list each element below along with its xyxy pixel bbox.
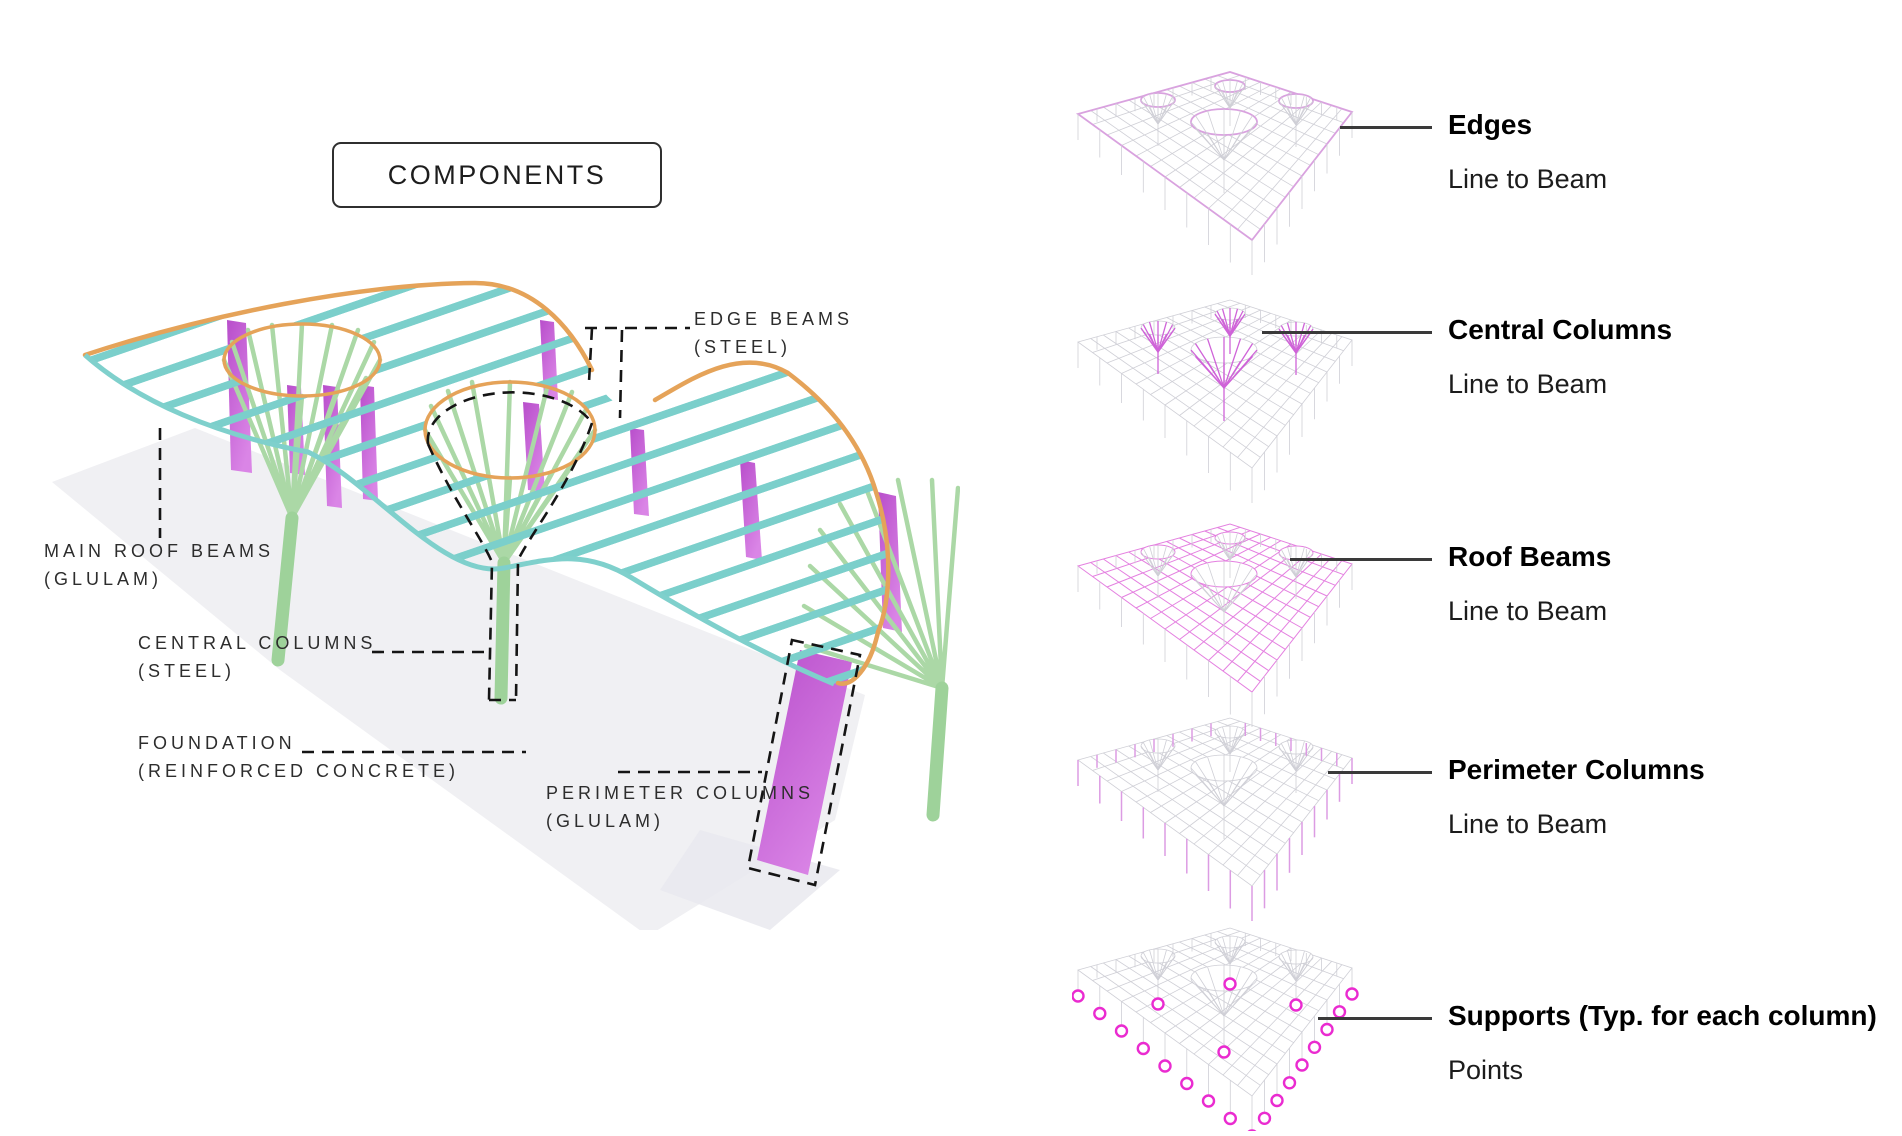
- wireframe-roof-beams: [1072, 512, 1402, 732]
- callout-line: PERIMETER COLUMNS: [546, 783, 815, 803]
- ground-shadow: [52, 428, 865, 930]
- wireframe-perimeter-columns: [1072, 706, 1402, 926]
- legend-title-supports: Supports (Typ. for each column): [1448, 1000, 1877, 1031]
- pavilion-illustration: [52, 280, 960, 930]
- wireframe-edges: [1072, 60, 1402, 280]
- legend-connector-line: [1340, 126, 1432, 129]
- legend-connector-line: [1318, 1017, 1432, 1020]
- legend-subtitle-edges: Line to Beam: [1448, 164, 1608, 194]
- edge-beams-3d: [82, 280, 891, 686]
- legend-title-central-columns: Central Columns: [1448, 314, 1673, 345]
- legend-subtitle-roof-beams: Line to Beam: [1448, 596, 1608, 626]
- wireframe-supports: [1071, 916, 1402, 1136]
- legend-wireframe-svg: [1076, 523, 1353, 732]
- legend-connector-line: [1328, 771, 1432, 774]
- callout-line: (GLULAM): [44, 568, 163, 589]
- legend-wireframe-svg: [1075, 71, 1354, 280]
- legend-wireframe-svg: [1077, 717, 1353, 926]
- legend-connector-line: [1290, 558, 1432, 561]
- callout-main-roof-beams: MAIN ROOF BEAMS (GLULAM): [44, 538, 274, 594]
- callout-foundation: FOUNDATION (REINFORCED CONCRETE): [138, 730, 459, 786]
- callout-line: EDGE BEAMS: [694, 309, 854, 329]
- callout-line: (STEEL): [138, 660, 236, 681]
- callout-line: (REINFORCED CONCRETE): [138, 760, 459, 781]
- callout-line: CENTRAL COLUMNS: [138, 633, 377, 653]
- callout-perimeter-columns: PERIMETER COLUMNS (GLULAM): [546, 780, 814, 836]
- legend-subtitle-central-columns: Line to Beam: [1448, 369, 1608, 399]
- callout-line: (GLULAM): [546, 810, 665, 831]
- legend-title-edges: Edges: [1448, 109, 1533, 140]
- callout-line: (STEEL): [694, 336, 792, 357]
- components-title: COMPONENTS: [387, 159, 607, 190]
- wireframe-central-columns: [1072, 288, 1402, 508]
- callout-edge-beams: EDGE BEAMS (STEEL): [694, 306, 853, 362]
- callout-line: FOUNDATION: [138, 733, 296, 753]
- legend-subtitle-perimeter-columns: Line to Beam: [1448, 809, 1608, 839]
- legend-connector-line: [1262, 331, 1432, 334]
- legend-wireframe-svg: [1077, 299, 1353, 508]
- legend-wireframe-svg: [1071, 927, 1359, 1136]
- legend-title-perimeter-columns: Perimeter Columns: [1448, 754, 1705, 785]
- callout-leader-lines: [158, 326, 862, 887]
- components-title-box: COMPONENTS: [332, 142, 662, 208]
- legend-title-roof-beams: Roof Beams: [1448, 541, 1612, 572]
- callout-central-columns: CENTRAL COLUMNS (STEEL): [138, 630, 376, 686]
- callout-line: MAIN ROOF BEAMS: [44, 541, 275, 561]
- legend-subtitle-supports: Points: [1448, 1055, 1524, 1085]
